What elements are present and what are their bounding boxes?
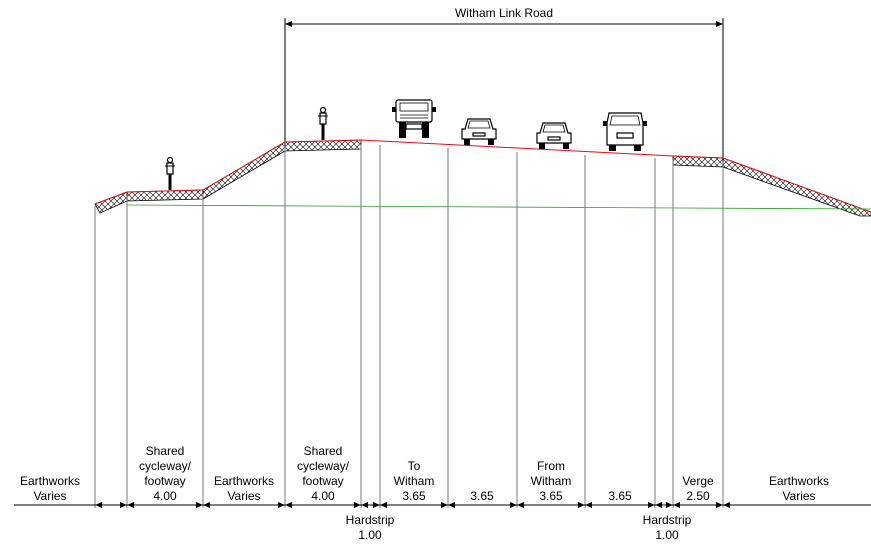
section-label-earthworks-right: Earthworks Varies [769, 474, 829, 503]
title: Witham Link Road [455, 6, 553, 20]
existing-ground-line [126, 204, 871, 210]
hardstrip-label-left: Hardstrip 1.00 [346, 513, 395, 542]
title-dimension: Witham Link Road [284, 6, 724, 158]
truck-icon [392, 99, 436, 138]
svg-text:3.65: 3.65 [470, 489, 494, 503]
hardstrip-label-right: Hardstrip 1.00 [643, 513, 692, 542]
section-label-from-witham: From Witham 3.65 [531, 459, 572, 503]
svg-text:Earthworks: Earthworks [20, 474, 80, 488]
svg-text:Shared: Shared [304, 444, 343, 458]
svg-text:Witham: Witham [394, 474, 435, 488]
svg-text:Earthworks: Earthworks [769, 474, 829, 488]
svg-text:3.65: 3.65 [402, 489, 426, 503]
car-icon [536, 122, 572, 149]
svg-text:Hardstrip: Hardstrip [643, 513, 692, 527]
section-label-lane-2: 3.65 [470, 489, 494, 503]
svg-text:Verge: Verge [682, 474, 714, 488]
svg-text:3.65: 3.65 [539, 489, 563, 503]
cyclist-icon [318, 106, 328, 140]
section-label-cycleway-left: Shared cycleway/ footway 4.00 [139, 444, 192, 503]
svg-text:From: From [537, 459, 565, 473]
cyclist-icon [165, 156, 175, 190]
svg-text:3.65: 3.65 [608, 489, 632, 503]
section-label-verge: Verge 2.50 [682, 474, 714, 503]
svg-text:1.00: 1.00 [358, 528, 382, 542]
svg-text:To: To [408, 459, 421, 473]
svg-text:2.50: 2.50 [686, 489, 710, 503]
svg-text:cycleway/: cycleway/ [297, 459, 350, 473]
svg-text:Varies: Varies [227, 489, 260, 503]
section-boundaries [94, 144, 724, 508]
svg-text:Earthworks: Earthworks [214, 474, 274, 488]
section-label-to-witham: To Witham 3.65 [394, 459, 435, 503]
section-label-cycleway-right: Shared cycleway/ footway 4.00 [297, 444, 350, 503]
svg-text:cycleway/: cycleway/ [139, 459, 192, 473]
section-label-earthworks-left: Earthworks Varies [20, 474, 80, 503]
earthworks-right-slope [722, 157, 871, 217]
svg-text:Varies: Varies [782, 489, 815, 503]
svg-text:Witham: Witham [531, 474, 572, 488]
section-label-lane-4: 3.65 [608, 489, 632, 503]
earthworks-mid-slope [202, 141, 286, 200]
svg-text:Varies: Varies [33, 489, 66, 503]
svg-text:footway: footway [302, 474, 343, 488]
svg-text:footway: footway [144, 474, 185, 488]
svg-text:4.00: 4.00 [153, 489, 177, 503]
svg-text:Shared: Shared [146, 444, 185, 458]
section-labels: Earthworks Varies Shared cycleway/ footw… [20, 444, 829, 542]
svg-text:4.00: 4.00 [311, 489, 335, 503]
car-icon [461, 118, 497, 145]
earthworks-embankment [94, 139, 871, 217]
svg-text:1.00: 1.00 [655, 528, 679, 542]
svg-text:Hardstrip: Hardstrip [346, 513, 395, 527]
section-label-earthworks-mid: Earthworks Varies [214, 474, 274, 503]
van-icon [603, 112, 647, 151]
finished-surface-line [94, 139, 871, 213]
